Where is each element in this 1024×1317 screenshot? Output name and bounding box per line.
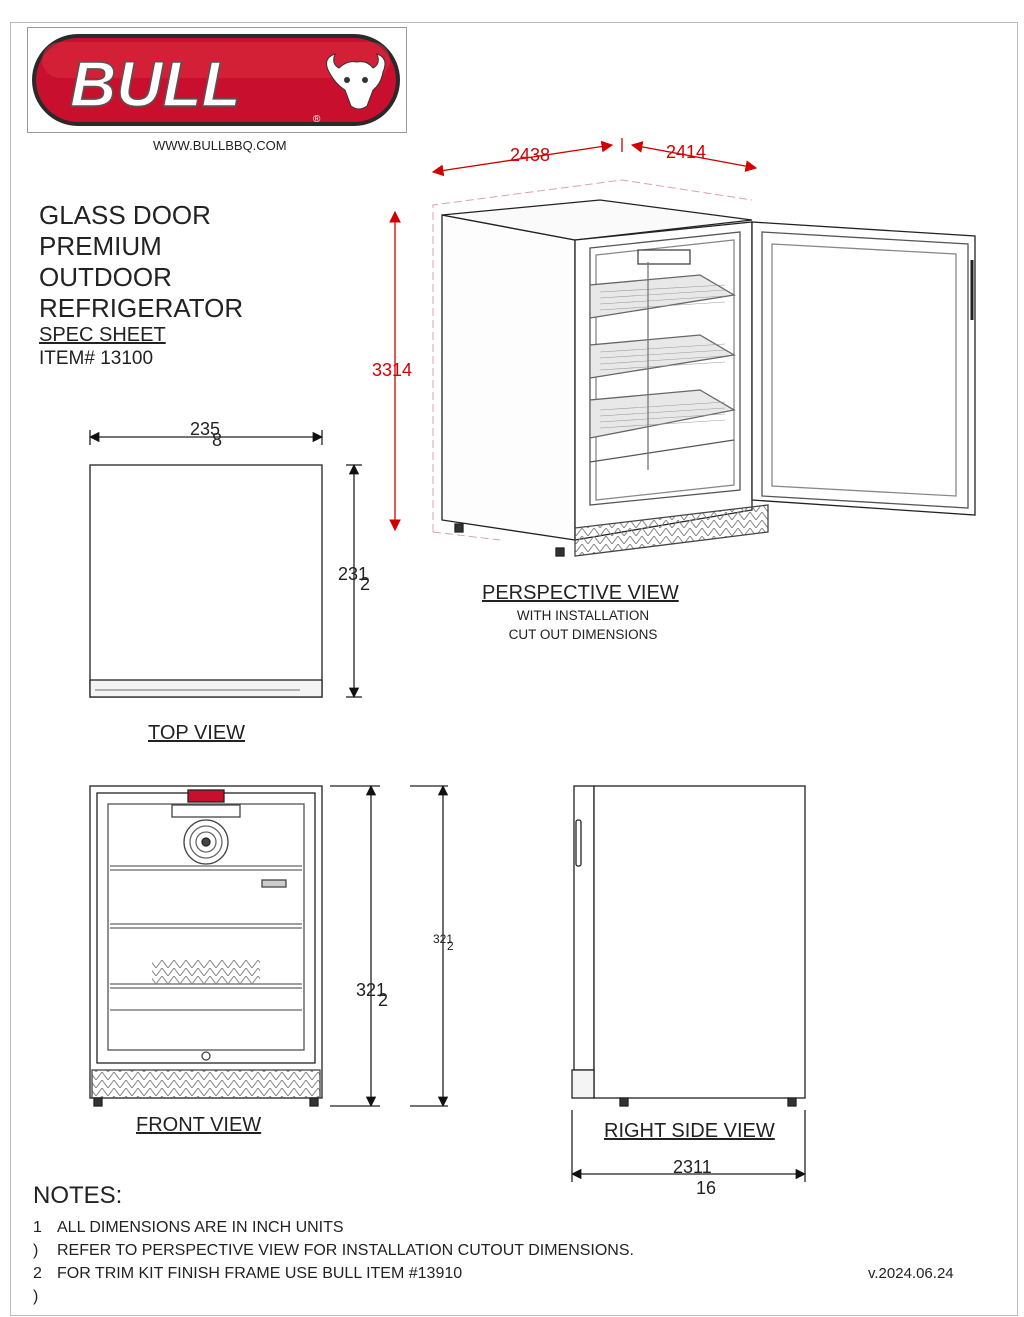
side-width-dim-bottom: 16 [696,1178,717,1198]
note-item: ) REFER TO PERSPECTIVE VIEW FOR INSTALLAT… [33,1242,634,1260]
notes-heading: NOTES: [33,1182,123,1209]
spec-sheet-label: SPEC SHEET [39,324,166,346]
page-frame [10,22,1018,1316]
bull-head-icon [326,53,386,110]
dim-fraction: 2 [447,939,454,953]
perspective-dimensions [389,138,758,532]
note-number: 2 [33,1265,42,1282]
note-item: 1 ALL DIMENSIONS ARE IN INCH UNITS [33,1219,344,1237]
perspective-width-dim: 2438 [510,145,551,165]
dim-fraction: 2 [378,990,389,1010]
bull-logo: BULL ® [32,34,400,126]
top-view-drawing [88,430,362,699]
website-url: WWW.BULLBBQ.COM [153,138,287,153]
front-view-drawing [89,784,449,1108]
title-line: GLASS DOOR [39,200,211,230]
note-number: ) [33,1242,39,1259]
product-title: GLASS DOOR PREMIUM OUTDOOR REFRIGERATOR [39,200,243,324]
logo-box: BULL ® [27,27,407,133]
version-label: v.2024.06.24 [868,1265,954,1282]
perspective-depth-dim: 2414 [666,142,707,162]
title-line: PREMIUM [39,231,162,261]
note-item: 2 FOR TRIM KIT FINISH FRAME USE BULL ITEM… [33,1265,462,1283]
title-line: REFRIGERATOR [39,293,244,323]
side-width-dim-top: 2311 [673,1157,712,1177]
note-item: ) [33,1288,57,1306]
note-number: ) [33,1288,39,1305]
right-side-view-drawing [570,785,807,1182]
perspective-subtitle-1: WITH INSTALLATION [516,608,650,623]
item-number: ITEM# 13100 [39,348,154,369]
note-text: ALL DIMENSIONS ARE IN INCH UNITS [57,1219,344,1236]
dim-whole: 235 [190,419,221,439]
note-text: FOR TRIM KIT FINISH FRAME USE BULL ITEM … [57,1265,463,1282]
dim-whole: 321 [433,932,454,946]
dim-whole: 231 [338,564,369,584]
title-line: OUTDOOR [39,262,172,292]
svg-text:®: ® [313,114,321,125]
perspective-view-label: PERSPECTIVE VIEW [482,582,679,604]
perspective-height-dim: 3314 [372,360,413,380]
front-view-label: FRONT VIEW [136,1114,262,1136]
note-number: 1 [33,1219,42,1236]
dim-fraction: 8 [212,430,223,450]
logo-text: BULL [70,48,241,120]
perspective-view-drawing [432,179,976,557]
perspective-subtitle-2: CUT OUT DIMENSIONS [508,627,658,642]
note-text: REFER TO PERSPECTIVE VIEW FOR INSTALLATI… [57,1242,634,1259]
top-view-label: TOP VIEW [148,722,246,744]
dim-fraction: 2 [360,574,371,594]
side-view-label: RIGHT SIDE VIEW [604,1120,775,1142]
dim-whole: 321 [356,980,387,1000]
